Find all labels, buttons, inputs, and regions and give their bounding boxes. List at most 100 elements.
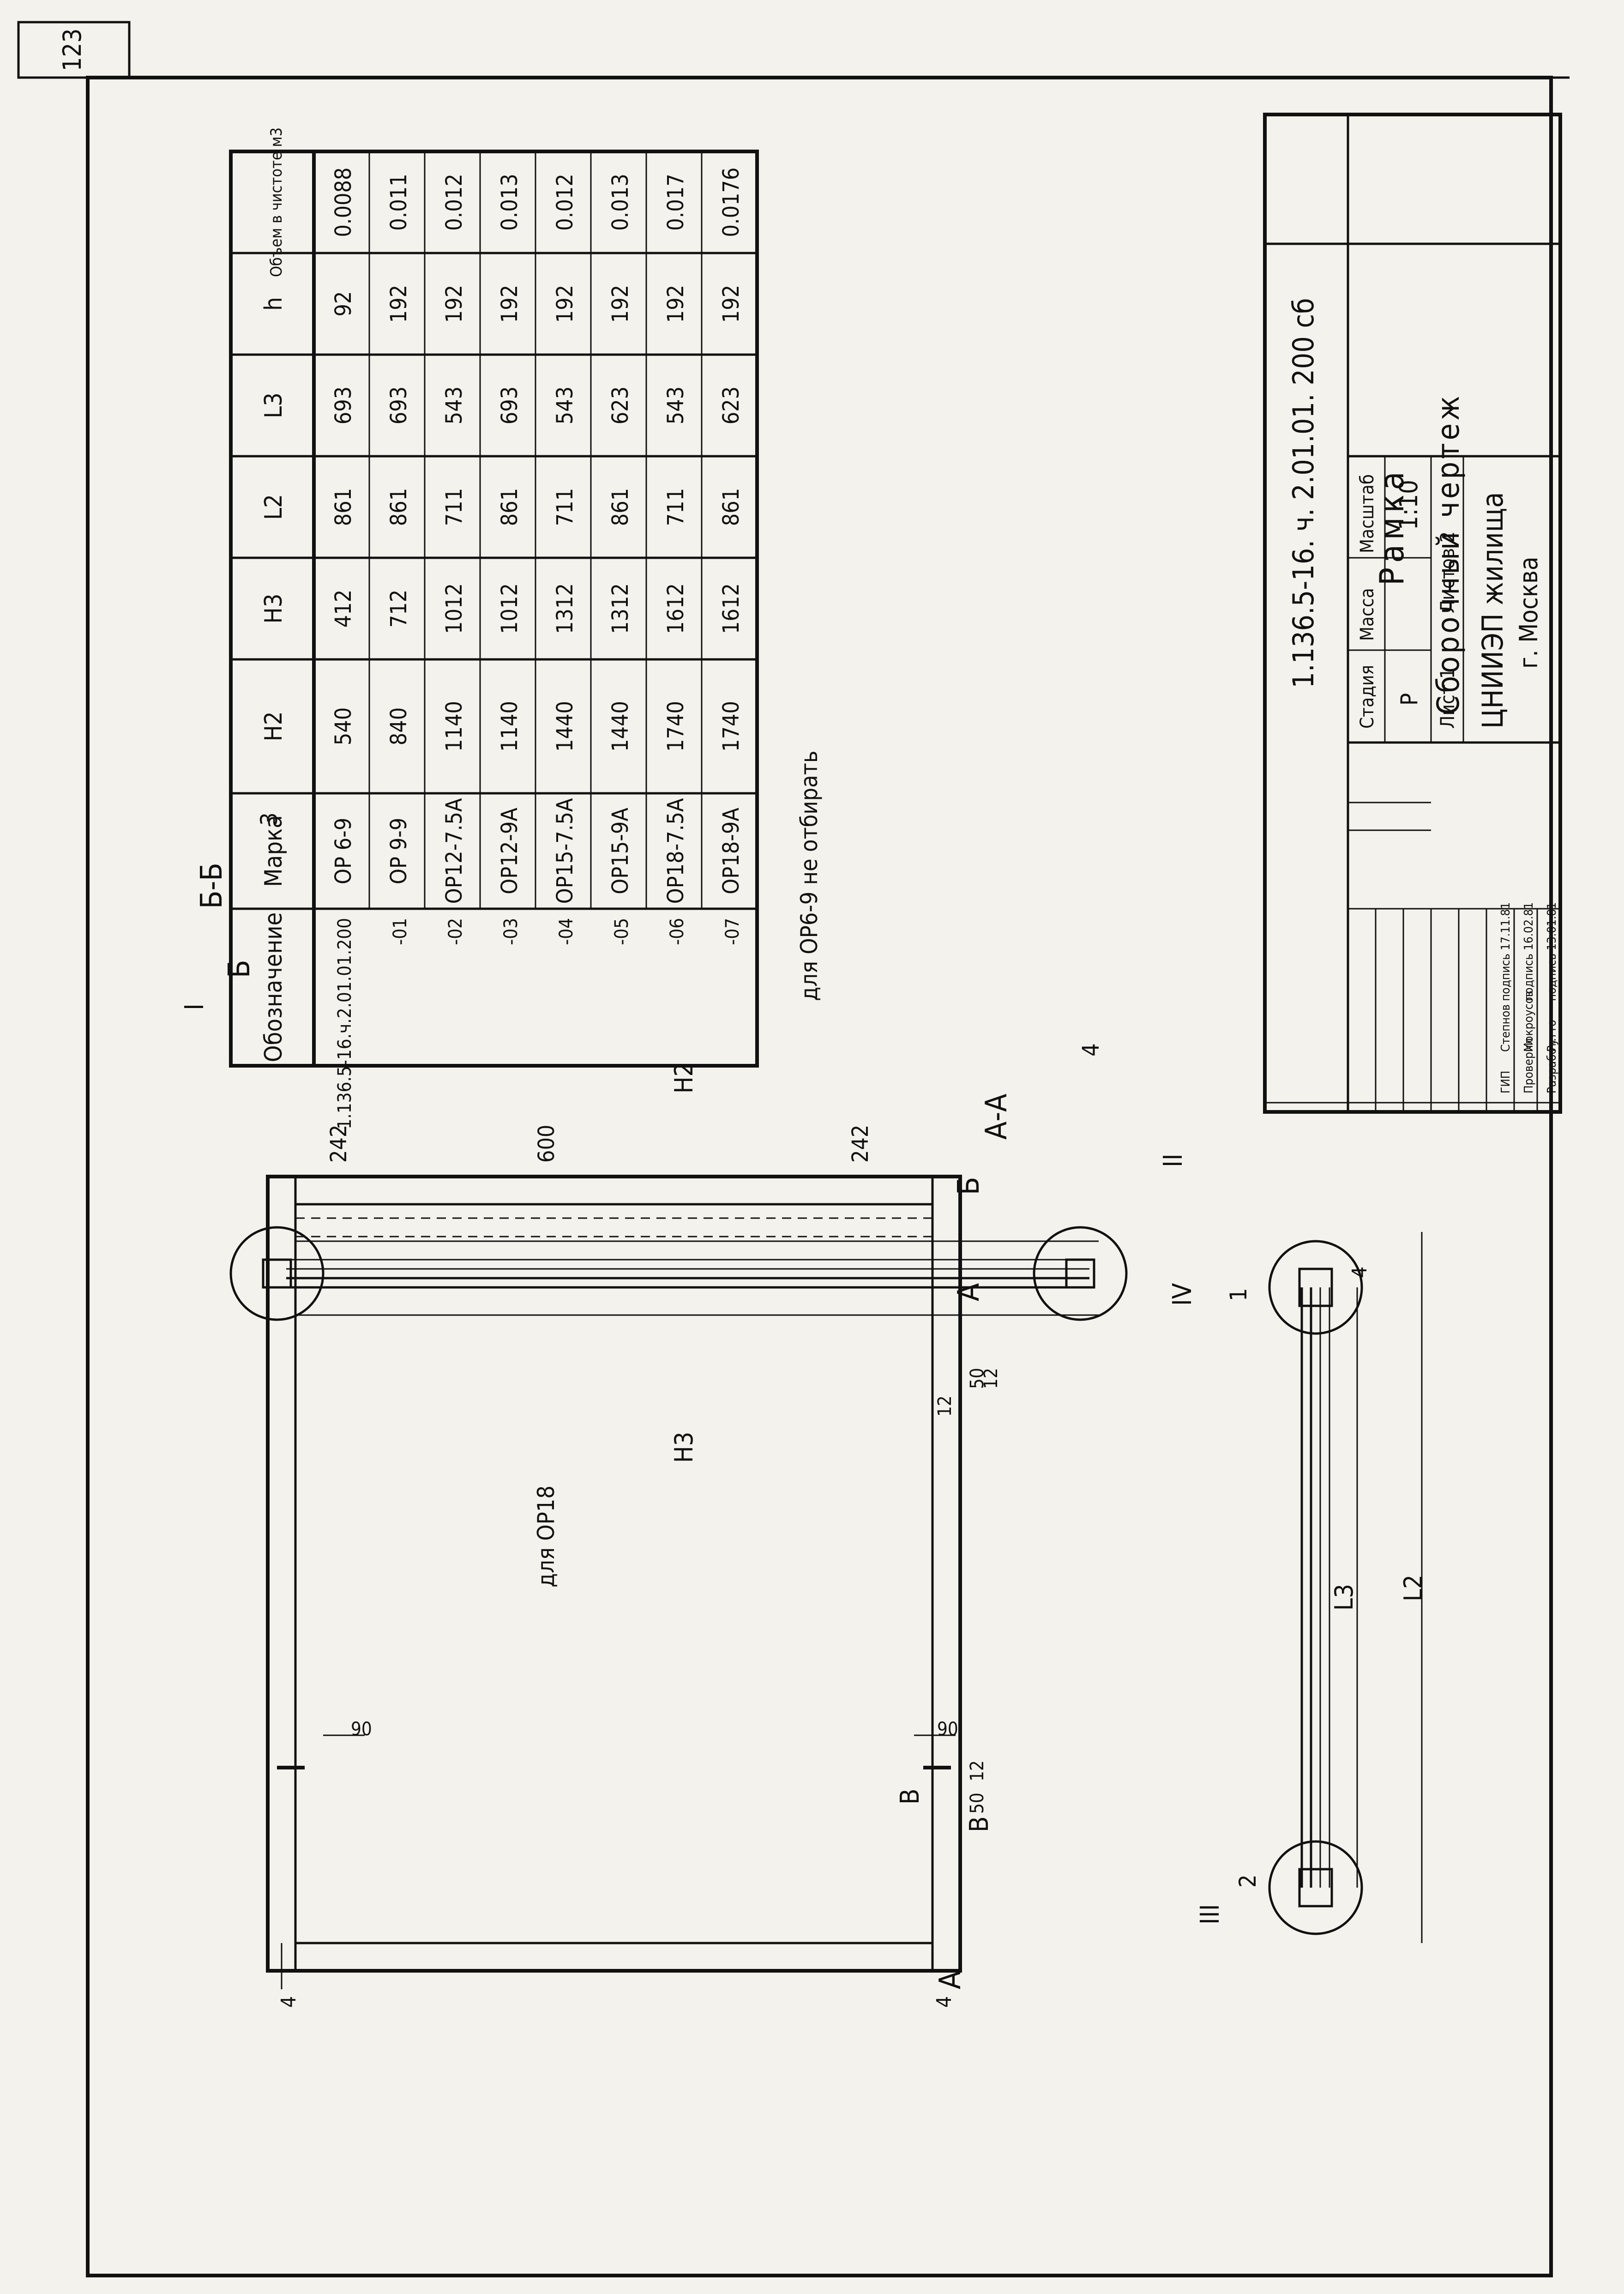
spec-table-cell: -07 xyxy=(722,918,743,945)
spec-table-cell: 693 xyxy=(497,386,523,424)
spec-table-cell: 0.017 xyxy=(663,174,689,231)
node-II: II xyxy=(1158,1153,1188,1167)
title-role-field: Мокроусов xyxy=(1522,990,1536,1052)
spec-table-cell: 1440 xyxy=(607,701,633,752)
spec-table-cell: 693 xyxy=(386,386,412,424)
spec-table-cell: 0.0088 xyxy=(331,167,356,237)
spec-table-header: Обозначение xyxy=(260,912,288,1062)
spec-table-cell: ОР18-9А xyxy=(718,808,744,894)
sheet-frame: 12 3 xyxy=(17,21,1570,2277)
spec-table-cell: -02 xyxy=(445,918,466,945)
spec-table-cell: 711 xyxy=(663,488,689,526)
node-IV: IV xyxy=(1167,1283,1197,1306)
spec-table-cell: ОР18-7.5А xyxy=(663,798,689,904)
title-role-field: 16.02.81 xyxy=(1522,902,1536,950)
doc-code: 1.136.5-16. ч. 2.01.01. 200 сб xyxy=(1287,298,1320,688)
spec-table-cell: 0.011 xyxy=(386,174,412,231)
mass-header: Масса xyxy=(1357,588,1378,641)
marker-a-left: А xyxy=(933,1971,968,1989)
spec-table-cell: 0.012 xyxy=(441,174,467,231)
scale-header: Масштаб xyxy=(1357,474,1378,553)
spec-table-cell: 543 xyxy=(663,386,689,424)
dim-12-left: 12 xyxy=(967,1760,988,1781)
pos-3: 3 xyxy=(256,812,283,826)
title-role-field: Разработ. xyxy=(1545,1038,1559,1093)
spec-table-cell: 861 xyxy=(607,488,633,526)
spec-table-header: Марка xyxy=(260,815,288,887)
title-name-1: Рамка xyxy=(1372,467,1411,586)
spec-table-cell: 192 xyxy=(386,285,412,323)
sheet-label: Лист 1 xyxy=(1436,668,1459,729)
spec-table-cell: 1.136.5-16.ч.2.01.01.200 xyxy=(334,918,355,1129)
dim-242-bottom: 242 xyxy=(848,1125,873,1163)
note-or69: для ОР6-9 не отбирать xyxy=(796,751,823,1001)
dim-90-top: 90 xyxy=(351,1719,372,1740)
spec-table-cell: 1740 xyxy=(663,701,689,752)
front-view: 90 90 4 4 Б Б А А В В 50 12 12 50 12 А-А xyxy=(223,960,1014,2008)
title-grid xyxy=(1375,909,1538,1112)
pos-2: 2 xyxy=(1234,1874,1261,1888)
page-number: 123 xyxy=(58,29,87,72)
title-block: 1.136.5-16. ч. 2.01.01. 200 сб Рамка Сбо… xyxy=(1263,113,1562,1114)
spec-table-cell: 412 xyxy=(331,590,356,628)
title-role-field: 13.01.81 xyxy=(1545,902,1559,950)
title-role-field: подпись xyxy=(1499,954,1513,1001)
dim-l3: L3 xyxy=(1329,1584,1359,1611)
spec-table-cell: ОР15-9А xyxy=(607,808,633,894)
spec-table-cell: ОР 6-9 xyxy=(331,818,356,884)
spec-table-cell: 623 xyxy=(718,386,744,424)
node-I: I xyxy=(180,1003,210,1010)
marker-b-top: Б xyxy=(223,960,257,978)
spec-table-header: h xyxy=(260,297,288,311)
dim-90-bottom: 90 xyxy=(937,1719,958,1740)
pos-4: 4 xyxy=(1077,1043,1104,1056)
title-role-field: Проверил xyxy=(1522,1038,1536,1093)
spec-table-cell: -06 xyxy=(667,918,688,945)
spec-table-cell: 1312 xyxy=(552,583,578,634)
spec-table-frame xyxy=(229,150,759,1068)
spec-table-cell: 192 xyxy=(497,285,523,323)
spec-table-cell: 0.013 xyxy=(497,174,523,231)
spec-table-cell: 543 xyxy=(441,386,467,424)
dim-50-left: 50 xyxy=(967,1793,988,1814)
stage-value: Р xyxy=(1396,693,1423,706)
spec-table-cell: -03 xyxy=(500,918,522,945)
org-line-1: ЦНИИЭП жилища xyxy=(1476,492,1510,729)
dim-50-right: 50 xyxy=(967,1368,988,1389)
spec-table-cell: 861 xyxy=(718,488,744,526)
node-III: III xyxy=(1195,1904,1225,1925)
spec-table-header: H2 xyxy=(260,712,288,742)
spec-table-cell: 712 xyxy=(386,590,412,628)
spec-table-cell: 861 xyxy=(331,488,356,526)
spec-table-cell: 0.0176 xyxy=(718,167,744,237)
title-role-field: ГИП xyxy=(1499,1071,1513,1093)
section-bb-label: Б-Б xyxy=(195,863,229,909)
dim-h3: H3 xyxy=(669,1432,698,1463)
dim-12-right: 12 xyxy=(934,1395,956,1417)
dim-600: 600 xyxy=(534,1125,559,1163)
dim-4-front-b: 4 xyxy=(932,1996,956,2008)
spec-table-cell: 861 xyxy=(386,488,412,526)
section-aa-label: А-А xyxy=(980,1093,1014,1140)
stage-header: Стадия xyxy=(1357,665,1378,729)
spec-table-cell: ОР12-7.5А xyxy=(441,798,467,904)
title-role-field: 17.11.81 xyxy=(1499,902,1513,950)
sheets-label: Листов 2 xyxy=(1436,531,1459,613)
marker-v-top: В xyxy=(895,1788,925,1805)
dim-4-aa: 4 xyxy=(1348,1267,1371,1278)
spec-table-cell: -05 xyxy=(611,918,632,945)
dim-h2: H2 xyxy=(669,1062,698,1093)
section-bb: Б-Б I II 3 4 242 242 600 H2 H3 для ОР18 … xyxy=(180,751,1188,1588)
spec-table-cell: 1312 xyxy=(607,583,633,634)
dim-242-top: 242 xyxy=(326,1125,352,1163)
spec-table-cell: 540 xyxy=(331,707,356,745)
spec-table-cell: 192 xyxy=(663,285,689,323)
spec-table-cell: 192 xyxy=(441,285,467,323)
marker-a-right: А xyxy=(952,1283,986,1301)
org-line-2: г. Москва xyxy=(1514,557,1543,669)
title-role-field: Рутто xyxy=(1545,1020,1559,1052)
spec-table-cell: 1012 xyxy=(497,583,523,634)
